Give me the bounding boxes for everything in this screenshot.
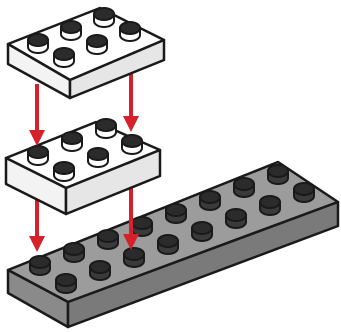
middle-plate-side-face [64,148,162,216]
stud [199,190,221,211]
stud [27,33,49,54]
stud [89,260,111,281]
stud [293,182,315,203]
white-plate-2x3-middle [4,118,162,216]
stud [123,247,145,268]
stud [27,145,49,166]
stud [95,118,117,139]
stud [225,208,247,229]
stud [119,21,141,42]
stud [165,203,187,224]
gray-plate-side-face [66,200,340,329]
middle-plate-studs [27,118,143,182]
arrow-top-right [123,70,139,132]
stud [53,161,75,182]
stud [55,273,77,294]
top-plate-side-face [68,38,166,100]
stud [121,134,143,155]
stud [61,131,83,152]
white-plate-2x3-top [6,6,166,100]
stud [86,34,108,55]
arrow-bottom-left [29,196,45,252]
arrow-top-left [29,84,45,146]
stud [259,195,281,216]
stud [60,20,82,41]
stud [97,229,119,250]
stud [131,216,153,237]
stud [267,164,289,185]
stud [29,255,51,276]
stud [233,177,255,198]
stud [93,7,115,28]
stud [63,242,85,263]
gray-plate-studs [29,164,315,294]
stud [53,47,75,68]
top-plate-studs [27,7,141,68]
gray-plate-2x8-base [6,160,340,329]
stud [157,234,179,255]
stud [191,221,213,242]
stud [87,147,109,168]
